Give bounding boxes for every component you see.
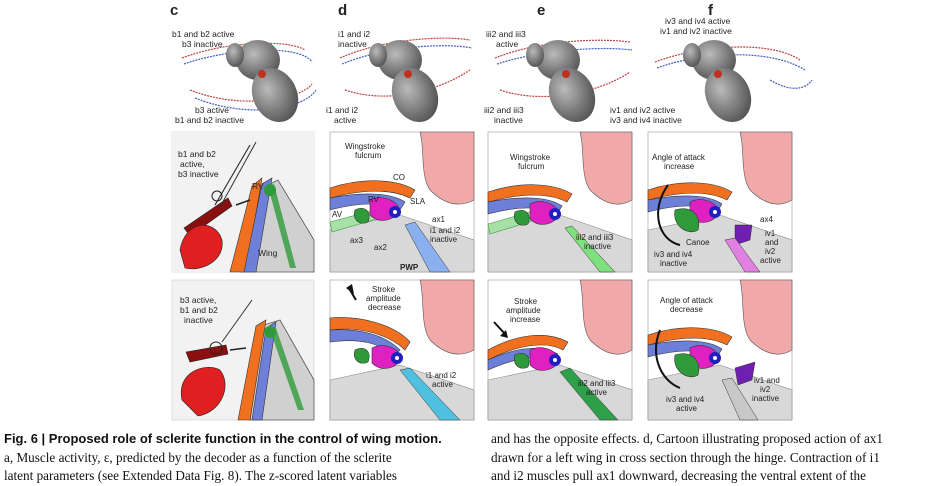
fly-model-c: [181, 40, 317, 123]
d-ax3-label: ax3: [350, 236, 363, 245]
fly-model-d: [339, 37, 473, 123]
caption-right-line-3: and i2 muscles pull ax1 downward, decrea…: [491, 468, 866, 483]
f-top-label-1: iv3 and iv4 active: [665, 16, 730, 26]
panel-e-bottom: Stroke amplitude increase iii2 and iii3 …: [487, 279, 633, 421]
f-bottom-label-2: iv3 and iv4 inactive: [610, 115, 682, 125]
panel-f-middle: Angle of attack increase ax4 Canoe iv3 a…: [647, 131, 793, 273]
panel-letter-c: c: [170, 2, 179, 19]
d-top-label-2: inactive: [338, 39, 367, 49]
panel-f-bottom: Angle of attack decrease iv3 and iv4 act…: [647, 279, 793, 421]
f-iv-active-label-1: iv1: [765, 229, 776, 238]
f-ax4-label: ax4: [760, 215, 773, 224]
caption-right-line-2: drawn for a left wing in cross section t…: [491, 449, 880, 465]
figure-illustration: b1 and b2 active b3 inactive b3 active b…: [171, 16, 813, 421]
f-iv-active-b-label-1: iv3 and iv4: [666, 395, 705, 404]
fly-model-f: [654, 40, 813, 123]
e-stroke-label-1: Stroke: [514, 297, 538, 306]
e-fulcrum-label-2: fulcrum: [518, 162, 545, 171]
e-fulcrum-label-1: Wingstroke: [510, 153, 551, 162]
f-iv-inactive-label-1: iv3 and iv4: [654, 250, 693, 259]
panel-e-middle: Wingstroke fulcrum iii2 and iii3 inactiv…: [487, 131, 633, 273]
f-iv-active-label-2: and: [765, 238, 778, 247]
c-mid-label-2: active,: [180, 159, 205, 169]
f-top-label-2: iv1 and iv2 inactive: [660, 26, 732, 36]
f-iv-active-b-label-2: active: [676, 404, 697, 413]
d-rv-label: RV: [368, 195, 380, 204]
c-low-label-2: b1 and b2: [180, 305, 218, 315]
c-wing-label: Wing: [258, 248, 278, 258]
d-pwp-label: PWP: [400, 263, 419, 272]
d-ax2-label: ax2: [374, 243, 387, 252]
d-stroke-label-3: decrease: [368, 303, 401, 312]
f-iv-inactive-b-label-2: iv2: [760, 385, 771, 394]
d-bottom-label-2: active: [334, 115, 356, 125]
c-low-label-3: inactive: [184, 315, 213, 325]
d-active-label-1: i1 and i2: [426, 371, 457, 380]
c-bottom-label-1: b3 active: [195, 105, 229, 115]
d-active-label-2: active: [432, 380, 453, 389]
c-bottom-label-2: b1 and b2 inactive: [175, 115, 244, 125]
e-active-label-1: iii2 and iii3: [578, 379, 616, 388]
e-active-label-2: active: [586, 388, 607, 397]
d-fulcrum-label-2: fulcrum: [355, 151, 382, 160]
f-iv-active-label-3: iv2: [765, 247, 776, 256]
caption-right-line-1: and has the opposite effects. d, Cartoon…: [491, 431, 883, 446]
f-iv-inactive-label-2: inactive: [660, 259, 688, 268]
d-top-label-1: i1 and i2: [338, 29, 370, 39]
c-top-label-1: b1 and b2 active: [172, 29, 235, 39]
panel-d-middle: Wingstroke fulcrum CO RV SLA AV ax1 ax2 …: [329, 131, 475, 273]
c-rv-label: RV: [252, 181, 264, 191]
e-stroke-label-3: increase: [510, 315, 541, 324]
e-stroke-label-2: amplitude: [506, 306, 541, 315]
c-top-label-2: b3 inactive: [182, 39, 223, 49]
caption-left-line-1: a, Muscle activity, ε, predicted by the …: [4, 449, 392, 465]
panel-letter-f: f: [708, 2, 713, 19]
d-av-label: AV: [332, 210, 343, 219]
f-angle-label-1: Angle of attack: [652, 153, 706, 162]
f-iv-inactive-b-label-3: inactive: [752, 394, 780, 403]
d-bottom-label-1: i1 and i2: [326, 105, 358, 115]
d-sla-label: SLA: [410, 197, 426, 206]
e-inactive-label-2: inactive: [584, 242, 612, 251]
d-co-label: CO: [393, 173, 405, 182]
figure-caption-title: Fig. 6 | Proposed role of sclerite funct…: [4, 431, 442, 446]
e-bottom-label-1: iii2 and iii3: [484, 105, 524, 115]
d-stroke-label-1: Stroke: [372, 285, 396, 294]
e-top-label-2: active: [496, 39, 518, 49]
panel-letter-e: e: [537, 2, 546, 19]
panel-c-bottom: b3 active, b1 and b2 inactive: [171, 279, 315, 421]
f-canoe-label: Canoe: [686, 238, 710, 247]
panel-letter-d: d: [338, 2, 348, 19]
c-low-label-1: b3 active,: [180, 295, 216, 305]
d-stroke-label-2: amplitude: [366, 294, 401, 303]
f-bottom-label-1: iv1 and iv2 active: [610, 105, 675, 115]
f-angle-label-3: Angle of attack: [660, 296, 714, 305]
caption-left-line-2: latent parameters (see Extended Data Fig…: [4, 468, 398, 483]
f-angle-label-2: increase: [664, 162, 695, 171]
f-angle-label-4: decrease: [670, 305, 703, 314]
panel-c-middle: b1 and b2 active, b3 inactive RV Wing: [171, 131, 315, 273]
d-ax1-label: ax1: [432, 215, 445, 224]
c-mid-label-3: b3 inactive: [178, 169, 219, 179]
e-bottom-label-2: inactive: [494, 115, 523, 125]
caption-right: and has the opposite effects. d, Cartoon…: [491, 430, 936, 486]
c-mid-label-1: b1 and b2: [178, 149, 216, 159]
caption-left: Fig. 6 | Proposed role of sclerite funct…: [4, 430, 474, 486]
d-inactive-label-2: inactive: [430, 235, 458, 244]
fly-model-e: [494, 39, 633, 123]
panel-d-bottom: Stroke amplitude decrease i1 and i2 acti…: [329, 279, 475, 421]
e-inactive-label-1: iii2 and iii3: [576, 233, 614, 242]
d-inactive-label-1: i1 and i2: [430, 226, 461, 235]
e-top-label-1: iii2 and iii3: [486, 29, 526, 39]
d-fulcrum-label-1: Wingstroke: [345, 142, 386, 151]
f-iv-active-label-4: active: [760, 256, 781, 265]
f-iv-inactive-b-label-1: iv1 and: [754, 376, 780, 385]
